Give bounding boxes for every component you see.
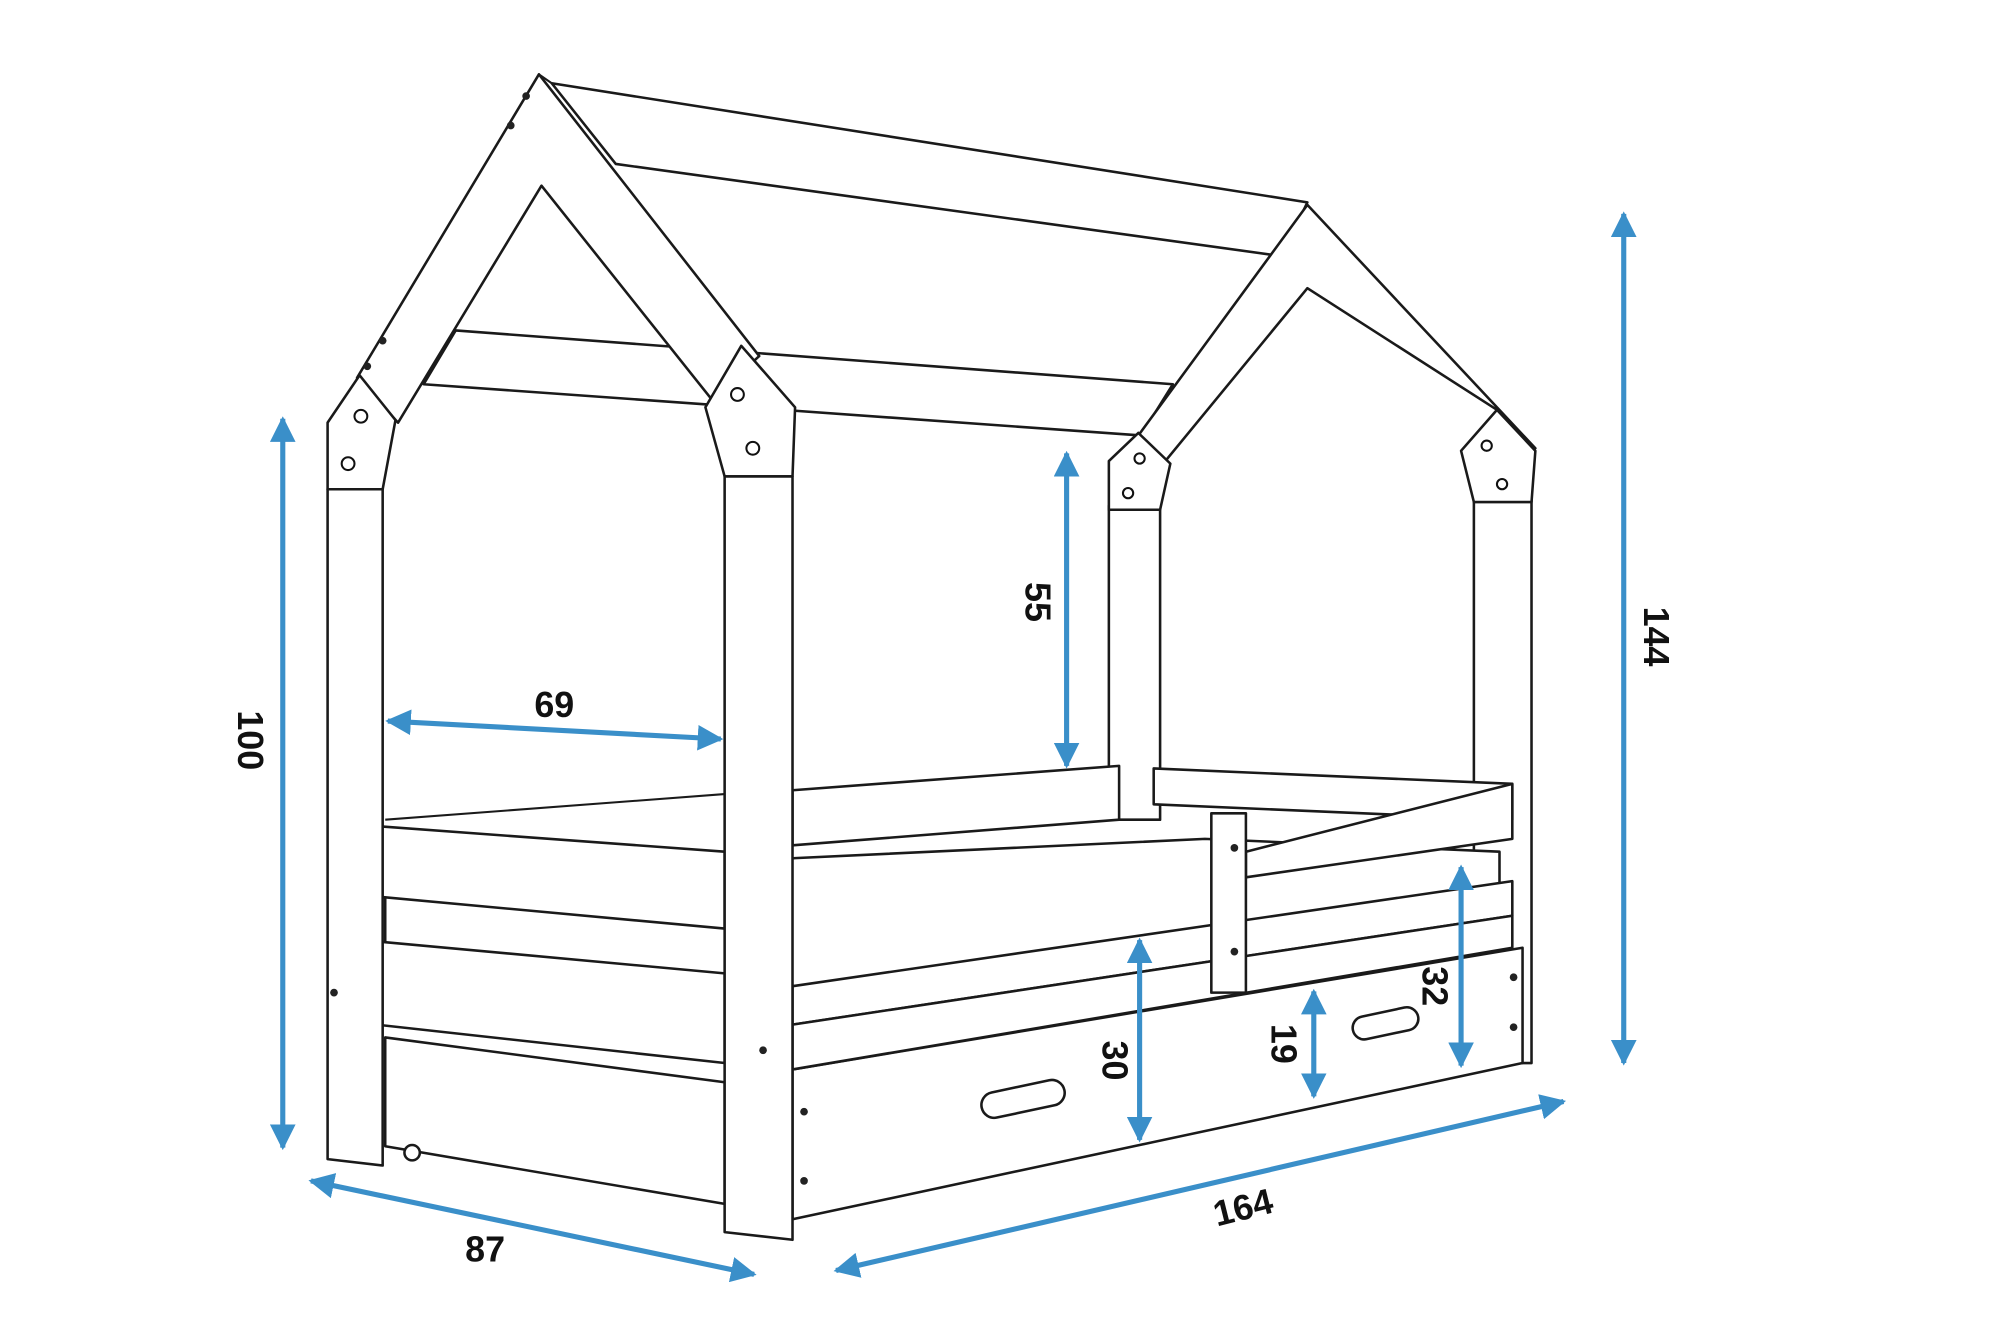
screw xyxy=(1509,973,1518,982)
screw xyxy=(1230,947,1239,956)
roof-ridge-beam xyxy=(550,81,1309,258)
bolt xyxy=(1480,439,1493,452)
back-right-connector xyxy=(1459,408,1537,504)
bolt xyxy=(730,387,745,402)
screw xyxy=(759,1046,767,1055)
bolt xyxy=(745,440,761,456)
screw xyxy=(800,1177,808,1185)
drawer-left-side xyxy=(383,1036,726,1206)
dim-arrow-inner-width xyxy=(385,709,724,751)
screw xyxy=(378,336,387,345)
dim-label-length: 164 xyxy=(1209,1181,1277,1234)
dim-label-rail-clearance: 55 xyxy=(1018,582,1058,622)
screw xyxy=(1230,844,1239,852)
roof-side-beam xyxy=(422,329,1175,437)
front-left-post xyxy=(326,487,384,1167)
dimensions: 100 69 55 144 87 164 30 19 32 xyxy=(230,211,1676,1283)
dim-label-drawer-height: 19 xyxy=(1264,1024,1304,1064)
front-right-post xyxy=(723,475,794,1242)
bolt xyxy=(1121,486,1135,500)
dim-label-depth: 87 xyxy=(465,1230,505,1270)
screw xyxy=(506,121,515,130)
side-rail-top xyxy=(791,764,1121,847)
bolt xyxy=(340,456,356,472)
screw xyxy=(1509,1023,1518,1032)
dim-arrow-depth xyxy=(308,1173,757,1283)
dim-label-height-side: 100 xyxy=(230,710,270,770)
screw xyxy=(363,362,372,371)
dim-label-mattress-height: 30 xyxy=(1094,1041,1134,1081)
dim-label-inner-width: 69 xyxy=(534,685,574,725)
dim-label-guard-height: 32 xyxy=(1415,966,1455,1006)
screw xyxy=(330,988,338,997)
dim-label-total-height: 144 xyxy=(1636,607,1676,667)
ridge-joint xyxy=(538,73,553,85)
drawer-wheel xyxy=(403,1143,422,1162)
bolt xyxy=(1133,452,1146,465)
bolt xyxy=(1495,477,1509,491)
bed-frame xyxy=(326,73,1537,1242)
dim-arrow-length xyxy=(833,1094,1567,1278)
bolt xyxy=(353,408,369,424)
front-right-connector xyxy=(704,344,797,478)
screw xyxy=(800,1107,808,1116)
drawer-handle xyxy=(1351,1006,1420,1041)
guard-post xyxy=(1210,812,1248,994)
screw xyxy=(522,92,530,100)
head-top-edge xyxy=(385,793,725,821)
